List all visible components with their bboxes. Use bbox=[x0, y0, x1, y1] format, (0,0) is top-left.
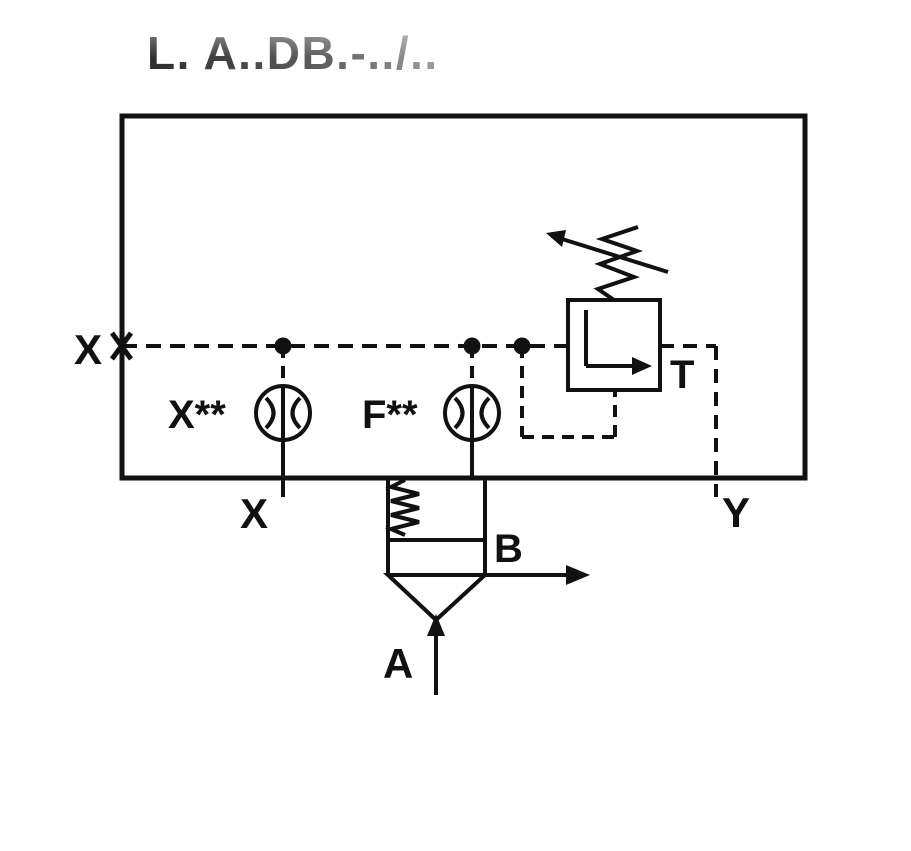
junction-dot bbox=[274, 337, 292, 355]
pilot-relief-valve-icon bbox=[566, 298, 662, 392]
main-spring-icon bbox=[384, 478, 420, 537]
tank-to-y-line bbox=[660, 344, 718, 497]
port-x-bottom-label: X bbox=[240, 490, 268, 537]
port-x-plug-icon bbox=[109, 331, 134, 361]
pilot-drain-line bbox=[520, 346, 617, 439]
port-t-label: T bbox=[670, 353, 694, 397]
valve-housing-outline bbox=[119, 113, 808, 481]
main-cartridge-valve-icon bbox=[382, 478, 491, 623]
orifice-f-icon bbox=[443, 384, 501, 442]
flow-arrow-a-icon bbox=[427, 614, 445, 695]
flow-arrow-b-icon bbox=[485, 565, 590, 585]
port-x-side-label: X bbox=[74, 326, 102, 373]
relief-spring-icon bbox=[593, 225, 644, 302]
orifice-f-label: F** bbox=[362, 393, 418, 437]
junction-dot bbox=[463, 337, 481, 355]
orifice-x-label: X** bbox=[168, 393, 226, 437]
port-b-label: B bbox=[494, 527, 523, 571]
junction-dot bbox=[513, 337, 531, 355]
model-code-title: L. A..DB.-../.. bbox=[147, 27, 439, 79]
orifice-x-icon bbox=[254, 384, 312, 442]
port-y-label: Y bbox=[722, 489, 750, 536]
port-a-label: A bbox=[383, 640, 413, 687]
adjustment-arrow-icon bbox=[546, 230, 669, 274]
